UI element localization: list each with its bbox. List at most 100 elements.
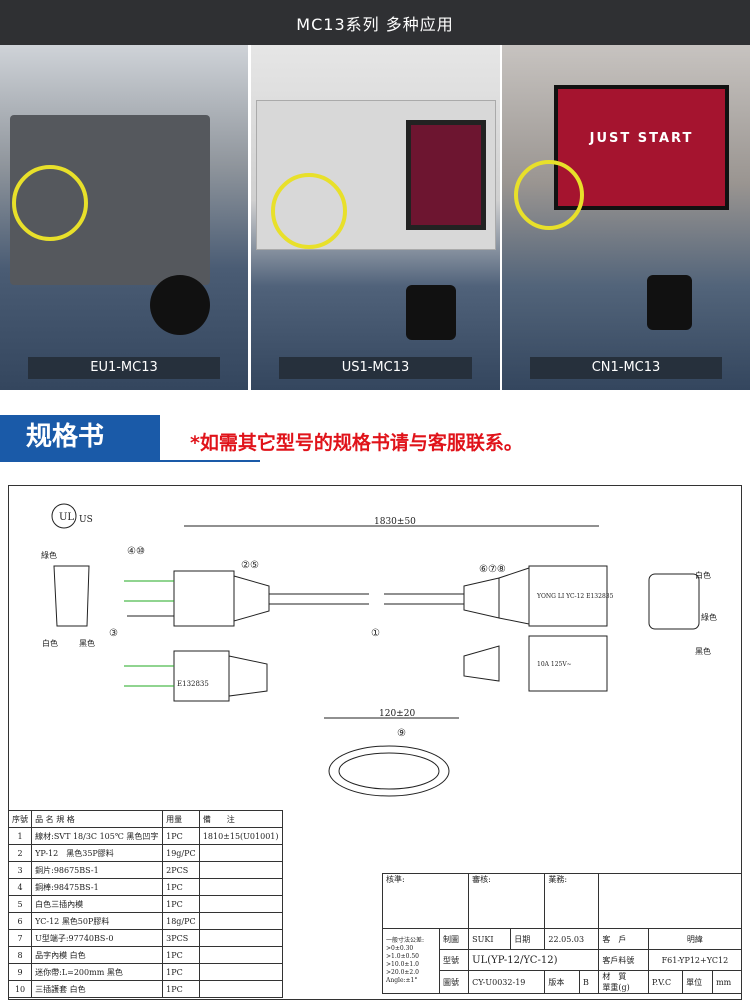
bom-cell [198,895,284,913]
spec-note: *如需其它型号的规格书请与客服联系。 [190,432,523,454]
drawing-no-value: CY-U0032-19 [468,970,546,994]
highlight-circle [271,173,347,249]
highlight-circle [12,165,88,241]
bom-cell: 1810±15(U01001) [198,827,284,845]
bom-cell: 1PC [162,895,200,913]
bom-cell: YC-12 黑色50P膠料 [31,912,164,930]
bom-cell [198,861,284,879]
bom-cell: 1PC [162,980,200,998]
material-weight-cell: 材 質單重(g) [598,970,649,994]
callout-2-5: ②⑤ [241,560,259,571]
bom-cell [198,980,284,998]
bom-cell [198,963,284,981]
monitor-screen: JUST START [554,85,729,210]
bom-cell: 品字內模 白色 [31,946,164,964]
drawing-no-label: 圖號 [439,970,470,994]
callout-4-10: ④⑩ [127,546,145,557]
unit-value: mm [712,970,742,994]
model-label: 型號 [439,949,470,971]
customer-label: 客 戶 [598,928,649,950]
bom-cell: 3 [7,861,33,879]
bom-cell: 5 [7,895,33,913]
title-block: 核準:審核:業務: 一般寸法公差:>0±0.30>1.0±0.50>10.0±1… [381,873,743,994]
socket-label-black: 黑色 [695,646,711,656]
eu-plug-image [150,275,210,335]
callout-9: ⑨ [397,728,406,739]
customer-value: 明緯 [647,928,743,950]
header-title: MC13系列 多种应用 [296,14,454,34]
svg-text:白色: 白色 [42,638,58,648]
photo-us1: US1-MC13 [251,45,500,390]
bom-cell: 1PC [162,878,200,896]
sales-cell: 業務: [544,873,600,929]
cust-pn-label: 客戶料號 [598,949,649,971]
plug-side-view [124,525,700,797]
bom-cell: YP-12 黑色35P膠料 [31,844,164,862]
drawn-value: SUKI [468,928,512,950]
bom-cell: 三插護套 白色 [31,980,164,998]
bom-cell: 1PC [162,827,200,845]
photo-label: CN1-MC13 [530,357,722,379]
socket-mark: YONG LI YC-12 E132835 [536,593,614,600]
callout-3: ③ [109,628,118,639]
bom-header: 品 名 規 格 [31,810,164,828]
bom-cell: 白色三插內模 [31,895,164,913]
bom-cell [198,844,284,862]
rev-value: B [579,970,600,994]
dim-tie: 120±20 [379,709,415,719]
socket-rating: 10A 125V~ [537,661,572,668]
bom-cell: 銅棒:98475BS-1 [31,878,164,896]
bom-cell: 7 [7,929,33,947]
blank-cell [598,873,742,929]
bom-header-row: 序號品 名 規 格用量備 注 [7,810,284,828]
socket-label-green: 綠色 [701,612,717,622]
date-label: 日期 [510,928,546,950]
approve-cell: 核準: [381,873,470,929]
rev-label: 版本 [544,970,581,994]
bom-cell [198,912,284,930]
bom-header: 序號 [7,810,33,828]
bom-cell [198,929,284,947]
bom-cell: 1PC [162,963,200,981]
bom-header: 用量 [162,810,200,828]
callout-1: ① [371,628,380,639]
material-value: P.V.C [647,970,684,994]
bom-cell: 2 [7,844,33,862]
device-screen [406,120,486,230]
bom-header: 備 注 [198,810,284,828]
tolerance-cell: 一般寸法公差:>0±0.30>1.0±0.50>10.0±1.0>20.0±2.… [381,928,441,994]
bom-cell: 3PCS [162,929,200,947]
bom-cell: 6 [7,912,33,930]
bom-cell: 10 [7,980,33,998]
bom-cell: 8 [7,946,33,964]
review-cell: 審核: [468,873,546,929]
bom-cell [198,946,284,964]
plug-label-black: 黑色 [79,638,95,648]
page-header: MC13系列 多种应用 [0,0,750,45]
socket-label-white: 白色 [695,570,711,580]
bom-cell: 19g/PC [162,844,200,862]
bom-cell: 1 [7,827,33,845]
bom-cell [198,878,284,896]
bom-cell: 18g/PC [162,912,200,930]
bom-cell: 1PC [162,946,200,964]
photo-eu1: EU1-MC13 [0,45,248,390]
cust-pn-value: F61-YP12+YC12 [647,949,743,971]
svg-text:UL: UL [59,512,74,523]
callout-6-7-8: ⑥⑦⑧ [479,564,506,575]
drawn-label: 制圖 [439,928,470,950]
